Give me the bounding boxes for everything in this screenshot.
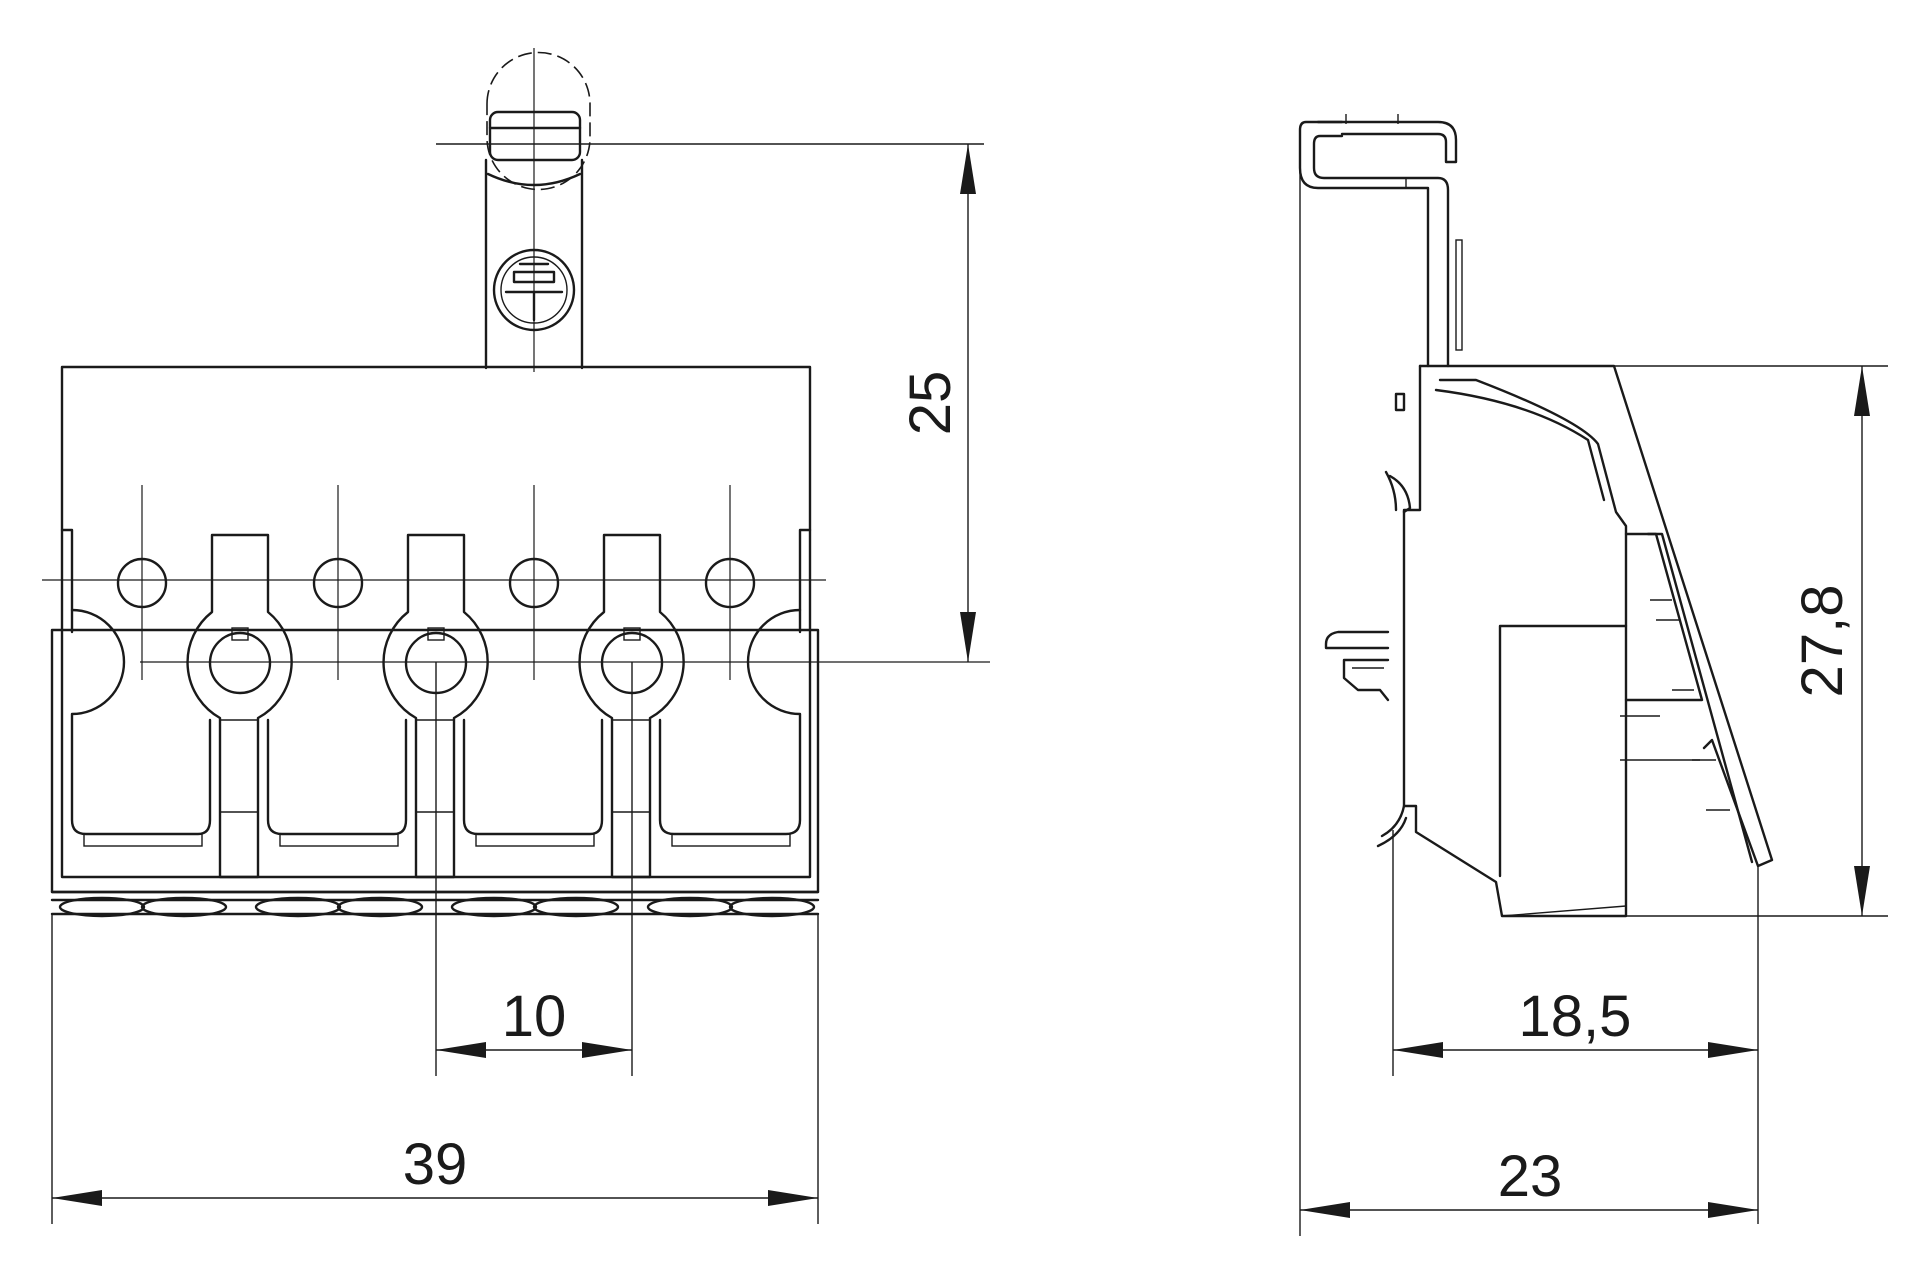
connector-housing bbox=[42, 365, 990, 916]
dimension-height-side: 27,8 bbox=[1502, 365, 1888, 917]
side-view bbox=[1298, 114, 1774, 918]
dim-label-pitch: 10 bbox=[502, 984, 567, 1049]
mounting-hook bbox=[1298, 114, 1463, 368]
dim-label-height-front: 25 bbox=[898, 371, 963, 436]
dimension-total-depth-side: 23 bbox=[1299, 168, 1758, 1236]
dimension-pitch-front: 10 bbox=[435, 662, 633, 1076]
wire-entries bbox=[70, 608, 802, 847]
dimension-height-front: 25 bbox=[898, 144, 976, 662]
dim-label-total-depth: 23 bbox=[1498, 1144, 1563, 1209]
earth-screw bbox=[436, 48, 984, 372]
dim-label-inner-depth: 18,5 bbox=[1519, 984, 1632, 1049]
dimension-inner-depth-side: 18,5 bbox=[1392, 830, 1759, 1224]
dim-label-width-front: 39 bbox=[403, 1132, 468, 1197]
release-holes bbox=[116, 485, 756, 680]
front-view bbox=[42, 48, 990, 918]
clamp-slots bbox=[186, 533, 685, 879]
dim-label-height-side: 27,8 bbox=[1790, 585, 1855, 698]
bottom-openings bbox=[58, 896, 816, 918]
dimension-width-front: 39 bbox=[51, 914, 819, 1224]
side-housing bbox=[1324, 364, 1774, 918]
earth-symbol bbox=[492, 248, 576, 332]
